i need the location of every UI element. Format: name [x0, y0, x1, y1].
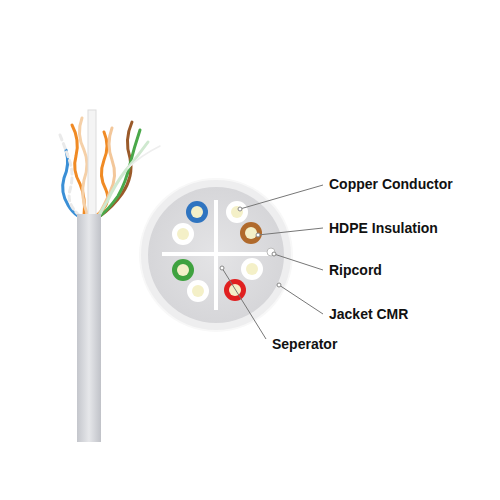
jacket-cross-section — [140, 179, 292, 331]
separator-cross — [162, 200, 270, 310]
part-label: Copper Conductor — [329, 176, 453, 192]
leader-dots — [220, 207, 281, 287]
cable-jacket-side — [77, 214, 101, 442]
twisted-pairs — [60, 118, 160, 216]
ripcord-side — [88, 110, 96, 216]
jacket-inner — [148, 187, 284, 323]
part-label: HDPE Insulation — [329, 220, 438, 236]
part-label: Jacket CMR — [329, 306, 408, 322]
part-label: Ripcord — [329, 262, 382, 278]
part-label: Seperator — [272, 336, 337, 352]
conductors — [172, 201, 275, 302]
leader-lines — [222, 185, 323, 339]
